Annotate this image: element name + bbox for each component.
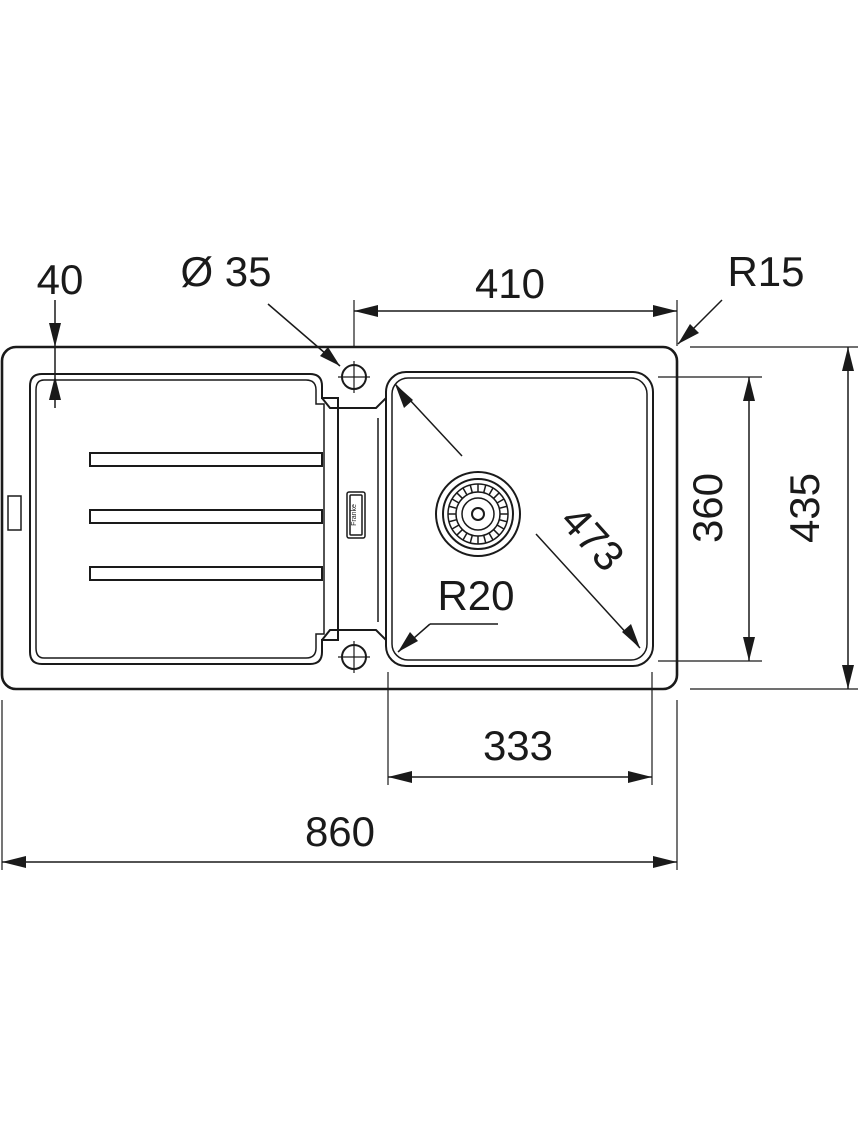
overflow-slot (7, 495, 22, 531)
strainer-slot (448, 518, 457, 523)
drainer-board (29, 373, 339, 665)
strainer-slot (451, 524, 460, 530)
drainer-outline (29, 373, 339, 665)
strainer-slot (456, 529, 463, 536)
dimension-bowl-diagonal: 473 (535, 497, 641, 649)
dimension-bowl-base-width: 333 (387, 672, 653, 785)
strainer-slot (499, 505, 508, 510)
strainer-slot (493, 529, 500, 536)
sink-bowl (385, 371, 654, 667)
tap-deck: Franke (321, 395, 387, 643)
strainer-slot (493, 492, 500, 499)
dimension-label-drainer-offset: 40 (37, 256, 84, 303)
logo-text: Franke (351, 504, 358, 526)
dimension-bowl-corner-radius: R20 (397, 572, 515, 653)
dimension-bowl-width: 410 (353, 260, 678, 346)
strainer-slot (482, 484, 487, 493)
sink-outer-edge (0, 345, 679, 691)
leader-bowl-corner (394, 383, 463, 457)
dimension-overall-width: 860 (1, 700, 678, 870)
bowl-outer (385, 371, 654, 667)
bowl-inner (391, 377, 648, 661)
dimension-outer-corner-radius: R15 (677, 248, 805, 345)
strainer-slot (469, 484, 474, 493)
strainer-slot (451, 498, 460, 504)
dimension-label-overall-width: 860 (305, 808, 375, 855)
dimension-drainer-offset: 40 (37, 256, 84, 408)
dimension-label-bowl-depth: 360 (684, 473, 731, 543)
strainer-slot (496, 498, 505, 504)
dimension-bowl-depth: 360 (658, 376, 762, 662)
dimension-label-overall-depth: 435 (781, 473, 828, 543)
strainer-slot (462, 487, 468, 496)
strainer-slot (488, 487, 494, 496)
logo-badge (346, 491, 366, 539)
strainer-slot (496, 524, 505, 530)
strainer-slot (462, 532, 468, 541)
dimension-tap-hole-diameter: Ø 35 (180, 248, 341, 367)
strainer-slot (499, 518, 508, 523)
drainer-inner-outline (35, 379, 325, 659)
sink-outline (0, 345, 679, 691)
drain-strainer (435, 471, 521, 557)
drainer-rib (89, 509, 323, 524)
logo-badge-inner (349, 494, 363, 536)
dimension-label-bowl-base-width: 333 (483, 722, 553, 769)
tap-hole-bottom (338, 641, 370, 673)
dimension-label-bowl-corner-radius: R20 (437, 572, 514, 619)
drainer-rib (89, 452, 323, 467)
strainer-slot (482, 535, 487, 544)
dimension-label-bowl-diagonal: 473 (552, 497, 634, 581)
strainer-slot (448, 505, 457, 510)
dimension-label-bowl-width: 410 (475, 260, 545, 307)
tap-hole-top (338, 361, 370, 393)
strainer-slot (469, 535, 474, 544)
drainer-rib (89, 566, 323, 581)
strainer-slot (456, 492, 463, 499)
dimension-overall-depth: 435 (690, 346, 858, 690)
strainer-slot (488, 532, 494, 541)
dimension-label-tap-hole-diameter: Ø 35 (180, 248, 271, 295)
dimension-label-outer-corner-radius: R15 (727, 248, 804, 295)
